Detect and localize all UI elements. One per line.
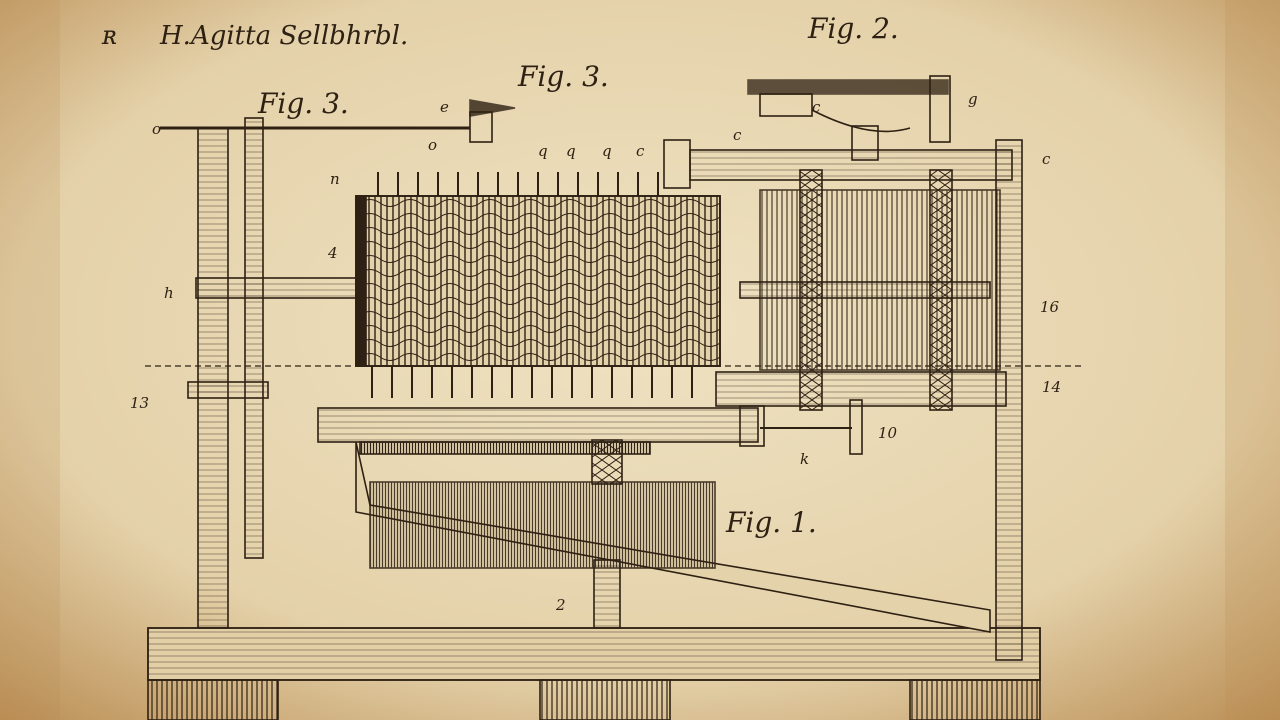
hammer-head xyxy=(469,99,516,143)
main-shaft xyxy=(739,281,991,299)
lower-roller-bar xyxy=(317,399,863,455)
ref-shaft-left: 4 xyxy=(327,244,338,262)
paper-stain-right xyxy=(1225,0,1280,720)
ref-teeth-q2: q xyxy=(566,142,576,160)
ref-n: n xyxy=(330,170,340,188)
inventor-signature: H.Agitta Sellbhrbl. xyxy=(159,21,408,51)
ref-bottom-k: k xyxy=(800,450,809,468)
mallet-lever xyxy=(747,75,951,161)
signature-prefix: ʀ xyxy=(101,21,117,51)
ref-mallet-g: g xyxy=(968,90,978,108)
ref-teeth-q1: q xyxy=(538,142,548,160)
fig3-left-title: Fig. 3. xyxy=(257,87,349,120)
fig2-title: Fig. 2. xyxy=(807,12,899,45)
hopper-chute xyxy=(355,439,991,633)
fig1-title: Fig. 1. xyxy=(725,506,817,539)
ref-hammer-low: o xyxy=(428,136,437,154)
fig3-center-title: Fig. 3. xyxy=(517,60,609,93)
ref-right-14: 14 xyxy=(1042,378,1061,396)
coil-drum xyxy=(355,195,721,367)
paper-stain-left xyxy=(0,0,60,720)
ref-right-post-c: c xyxy=(1042,150,1051,168)
ref-right-10: 10 xyxy=(878,424,898,442)
lower-teeth-row xyxy=(371,366,693,398)
ref-right-16: 16 xyxy=(1040,298,1060,316)
comb-teeth xyxy=(359,441,651,455)
ref-right-c: c xyxy=(733,126,742,144)
ref-frame-h: h xyxy=(164,284,174,302)
ref-left-13: 13 xyxy=(130,394,149,412)
ref-hammer-top: e xyxy=(440,98,449,116)
ref-leg-2: 2 xyxy=(555,596,566,614)
left-frame xyxy=(160,117,470,629)
right-cage xyxy=(663,139,1023,661)
ref-top-left-bar: o xyxy=(152,120,161,138)
ref-mallet-c: c xyxy=(812,98,821,116)
ref-teeth-q3: q xyxy=(602,142,612,160)
upper-teeth-row xyxy=(377,172,659,196)
ref-teeth-c: c xyxy=(636,142,645,160)
